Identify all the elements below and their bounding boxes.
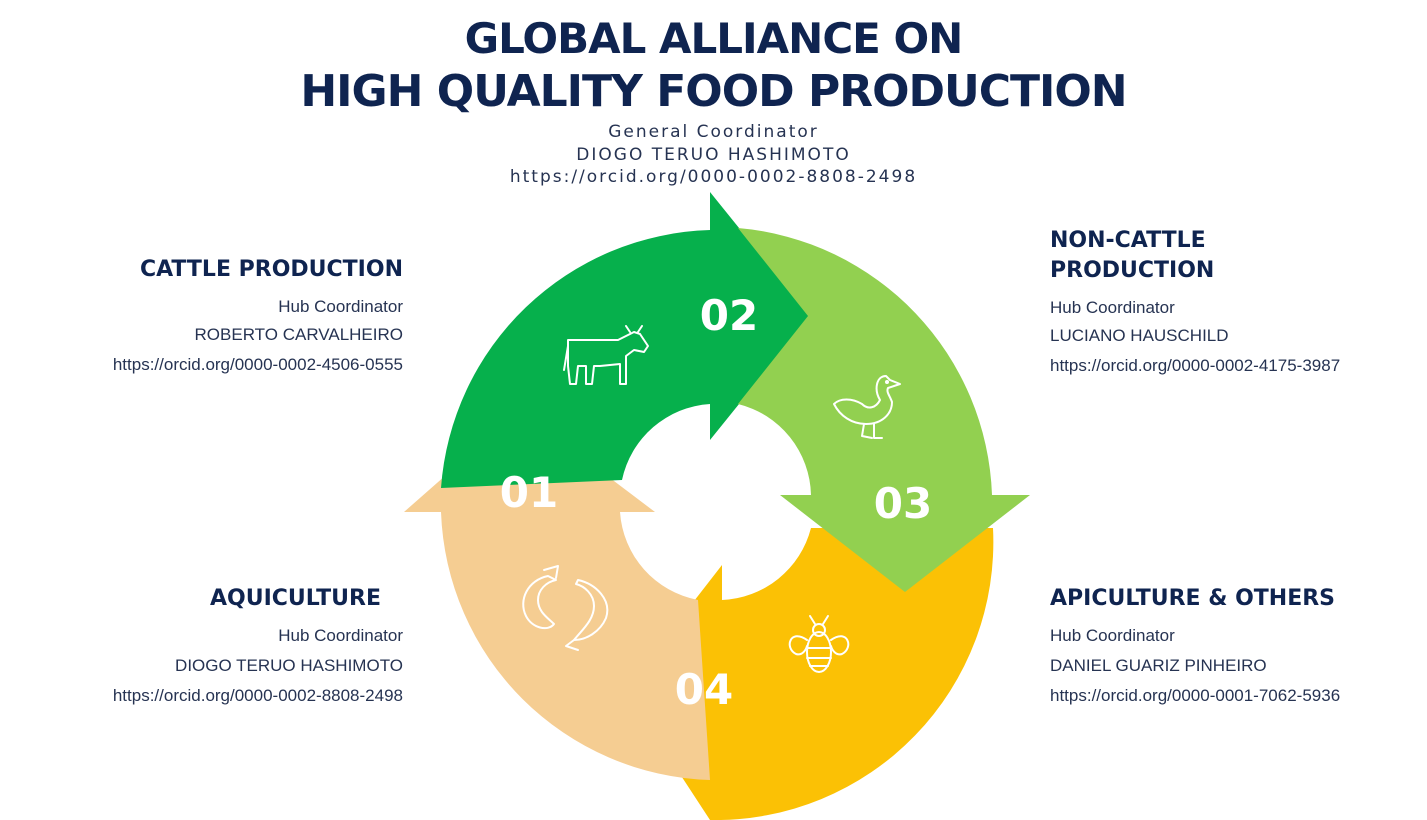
- general-coordinator-role: General Coordinator: [608, 122, 819, 142]
- hub-aquiculture-orcid[interactable]: https://orcid.org/0000-0002-8808-2498: [112, 686, 403, 705]
- hub-noncattle-orcid[interactable]: https://orcid.org/0000-0002-4175-3987: [1050, 356, 1341, 375]
- segment-01: [404, 410, 710, 780]
- hub-aquiculture-heading: AQUICULTURE: [209, 586, 381, 611]
- hub-noncattle-name: LUCIANO HAUSCHILD: [1050, 326, 1229, 345]
- hub-cattle-heading: CATTLE PRODUCTION: [139, 257, 403, 282]
- duck-icon: [833, 375, 901, 439]
- hub-noncattle-heading-line2: PRODUCTION: [1050, 258, 1215, 283]
- hub-apiculture-heading: APICULTURE & OTHERS: [1050, 586, 1336, 611]
- general-coordinator-name: DIOGO TERUO HASHIMOTO: [576, 145, 851, 165]
- hub-aquiculture-role: Hub Coordinator: [278, 626, 403, 645]
- hub-noncattle-heading-line1: NON-CATTLE: [1050, 228, 1206, 253]
- hub-apiculture: APICULTURE & OTHERS Hub Coordinator DANI…: [1050, 584, 1410, 706]
- fish-icon: [522, 565, 609, 651]
- hub-cattle-name: ROBERTO CARVALHEIRO: [194, 325, 403, 344]
- segment-01-number: 01: [500, 468, 558, 517]
- hub-aquiculture-name: DIOGO TERUO HASHIMOTO: [175, 656, 403, 675]
- hub-aquiculture: AQUICULTURE Hub Coordinator DIOGO TERUO …: [60, 584, 403, 706]
- segment-03-number: 03: [874, 479, 932, 528]
- hub-cattle: CATTLE PRODUCTION Hub Coordinator ROBERT…: [60, 255, 403, 375]
- segment-03: [738, 228, 1030, 592]
- hub-cattle-role: Hub Coordinator: [278, 297, 403, 316]
- hub-noncattle-role: Hub Coordinator: [1050, 298, 1175, 317]
- segment-02: [441, 192, 810, 488]
- hub-cattle-orcid[interactable]: https://orcid.org/0000-0002-4506-0555: [112, 355, 403, 374]
- hub-noncattle: NON-CATTLE PRODUCTION Hub Coordinator LU…: [1050, 226, 1410, 376]
- hub-apiculture-role: Hub Coordinator: [1050, 626, 1175, 645]
- segment-04: [625, 528, 994, 820]
- cow-icon: [563, 325, 649, 385]
- hub-apiculture-orcid[interactable]: https://orcid.org/0000-0001-7062-5936: [1050, 686, 1341, 705]
- hub-apiculture-name: DANIEL GUARIZ PINHEIRO: [1050, 656, 1267, 675]
- segment-04-number: 04: [675, 665, 733, 714]
- bee-icon: [788, 615, 850, 673]
- title-line-2: HIGH QUALITY FOOD PRODUCTION: [300, 66, 1127, 117]
- title-line-1: GLOBAL ALLIANCE ON: [464, 14, 964, 63]
- segment-02-number: 02: [700, 291, 758, 340]
- general-coordinator-orcid[interactable]: https://orcid.org/0000-0002-8808-2498: [509, 167, 918, 187]
